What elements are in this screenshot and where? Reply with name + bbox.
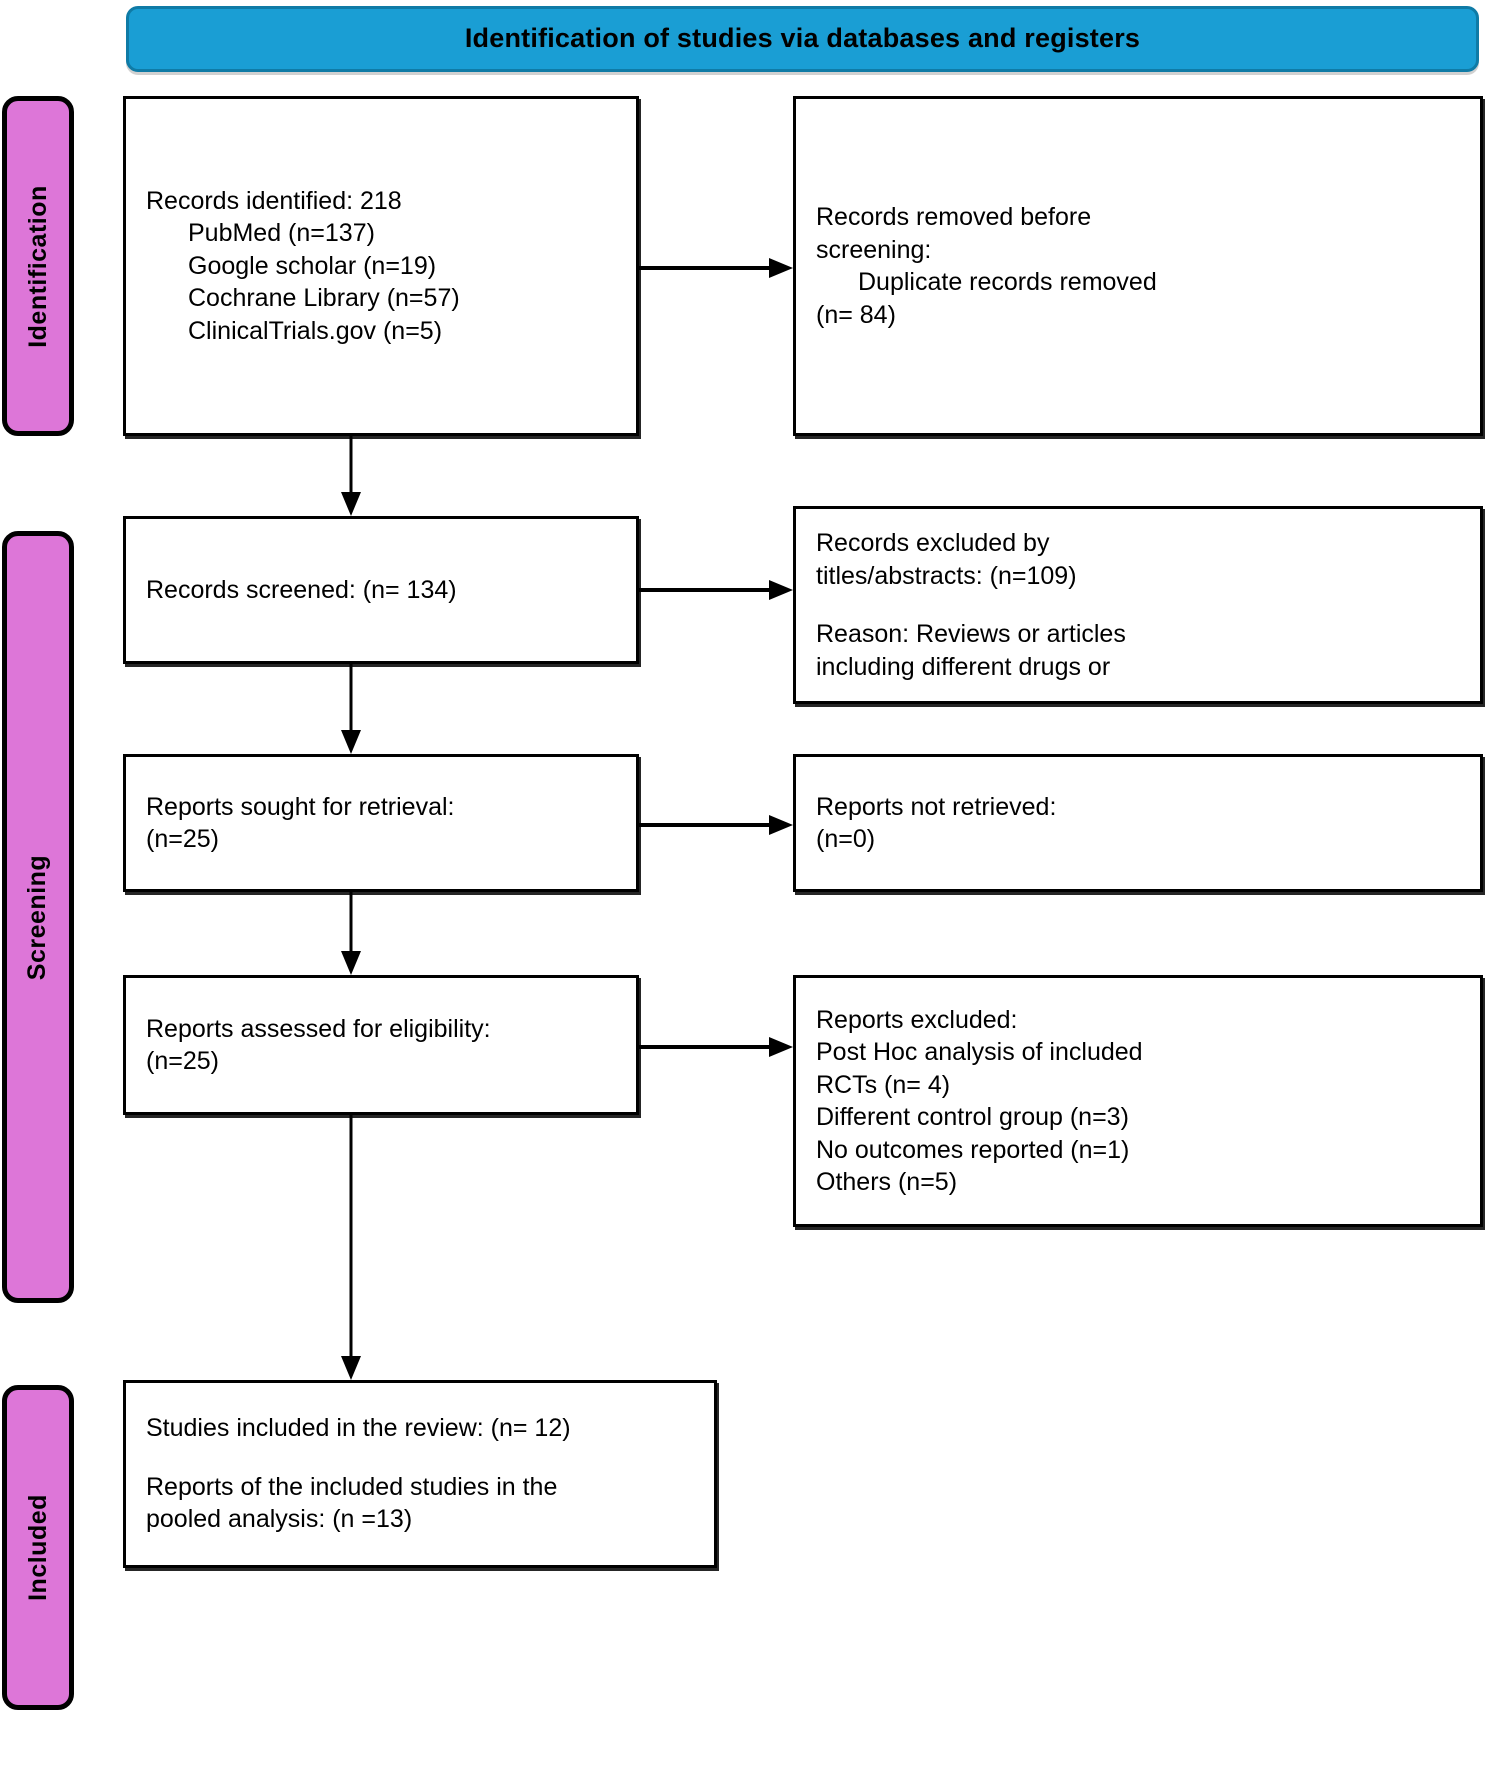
box-records-screened: Records screened: (n= 134): [123, 516, 639, 664]
stage-label-identification: Identification: [2, 96, 74, 436]
box-line: PubMed (n=137): [188, 219, 375, 248]
arrow-sought-to-not-retrieved: [639, 815, 793, 835]
box-line: Cochrane Library (n=57): [188, 284, 460, 313]
box-line: screening:: [816, 235, 932, 264]
box-line: pooled analysis: (n =13): [146, 1505, 413, 1534]
box-studies-included: Studies included in the review: (n= 12) …: [123, 1380, 717, 1568]
box-reports-assessed-for-eligibility: Reports assessed for eligibility: (n=25): [123, 975, 639, 1115]
box-line: Different control group (n=3): [816, 1103, 1129, 1131]
banner-title: Identification of studies via databases …: [464, 23, 1141, 54]
box-reports-excluded: Reports excluded: Post Hoc analysis of i…: [793, 975, 1483, 1227]
box-line: (n= 84): [816, 300, 896, 329]
box-line: Google scholar (n=19): [188, 251, 437, 280]
box-line: Records excluded by: [816, 529, 1050, 557]
box-line: Studies included in the review: (n= 12): [146, 1414, 571, 1443]
stage-label-screening: Screening: [2, 531, 74, 1303]
box-line: ClinicalTrials.gov (n=5): [188, 316, 443, 345]
arrow-identified-to-removed: [639, 258, 793, 278]
box-line: RCTs (n= 4): [816, 1070, 951, 1099]
stage-label-identification-text: Identification: [23, 184, 52, 348]
box-line: (n=25): [146, 1047, 219, 1075]
box-line: Post Hoc analysis of included: [816, 1038, 1143, 1066]
box-line: Records removed before: [816, 203, 1092, 231]
box-reports-not-retrieved: Reports not retrieved: (n=0): [793, 754, 1483, 892]
box-line: including different drugs or: [816, 652, 1111, 681]
arrow-sought-to-assessed: [341, 892, 361, 975]
arrow-screened-to-excluded-titles: [639, 580, 793, 600]
arrow-screened-to-sought: [341, 664, 361, 754]
arrow-identified-to-screened: [341, 436, 361, 516]
box-line: (n=0): [816, 825, 876, 853]
box-reports-sought-for-retrieval: Reports sought for retrieval: (n=25): [123, 754, 639, 892]
stage-label-included-text: Included: [23, 1494, 52, 1601]
box-records-identified: Records identified: 218 PubMed (n=137) G…: [123, 96, 639, 436]
diagram-header-banner: Identification of studies via databases …: [126, 6, 1479, 72]
box-line: titles/abstracts: (n=109): [816, 561, 1077, 590]
box-line: Reports excluded:: [816, 1005, 1018, 1034]
stage-label-screening-text: Screening: [23, 854, 52, 980]
box-line: No outcomes reported (n=1): [816, 1135, 1130, 1164]
box-line: Reports not retrieved:: [816, 792, 1057, 821]
box-line: Reports assessed for eligibility:: [146, 1014, 491, 1043]
box-line: Duplicate records removed: [858, 268, 1157, 296]
box-line: Reports sought for retrieval:: [146, 792, 455, 821]
arrow-assessed-to-included: [341, 1115, 361, 1380]
box-line: Reason: Reviews or articles: [816, 620, 1126, 648]
arrow-assessed-to-reports-excluded: [639, 1037, 793, 1057]
box-records-removed-before-screening: Records removed before screening: Duplic…: [793, 96, 1483, 436]
stage-label-included: Included: [2, 1385, 74, 1710]
box-records-excluded-by-titles-abstracts: Records excluded by titles/abstracts: (n…: [793, 506, 1483, 704]
box-line: Others (n=5): [816, 1168, 958, 1196]
box-line: (n=25): [146, 825, 219, 853]
box-line: Reports of the included studies in the: [146, 1472, 558, 1501]
box-line: Records screened: (n= 134): [146, 575, 457, 604]
box-line: Records identified: 218: [146, 186, 402, 215]
